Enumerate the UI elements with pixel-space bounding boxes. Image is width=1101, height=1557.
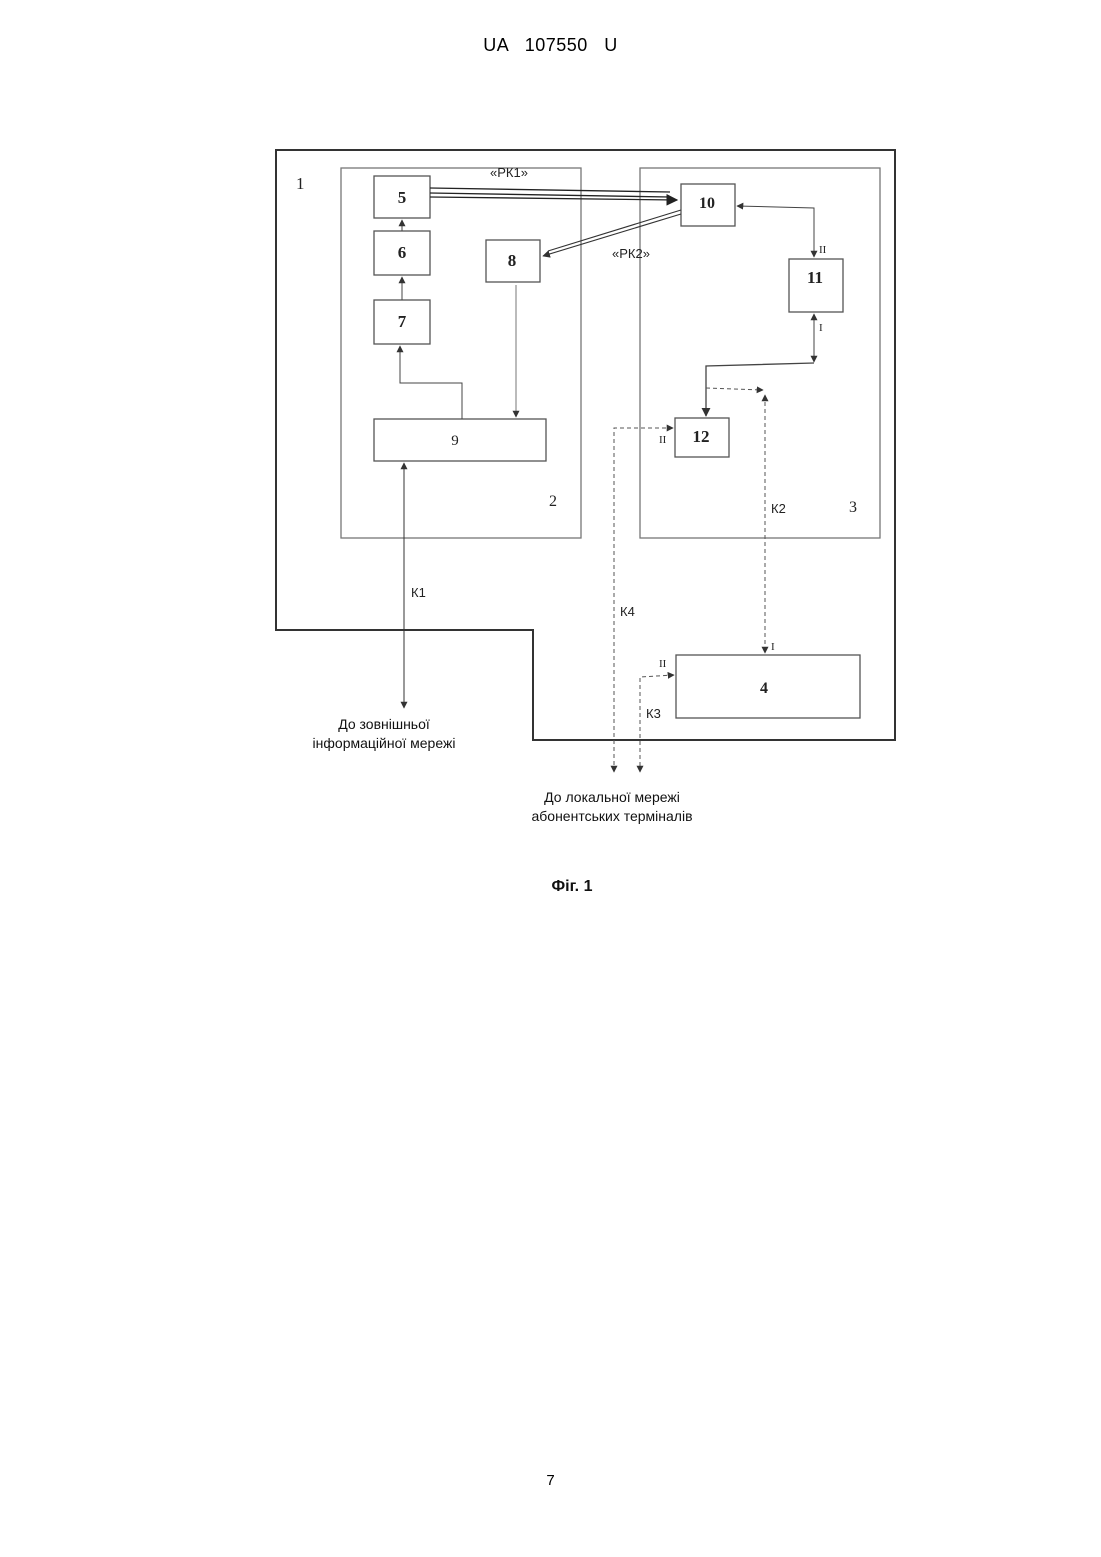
label-block-3: 3 [849,499,857,516]
label-block-1: 1 [296,174,305,193]
channel-k4-line [614,428,673,772]
arrow-9-to-7 [400,346,462,419]
figure-caption: Фіг. 1 [552,878,593,895]
label-block-2: 2 [549,493,557,510]
label-rk1: «РК1» [490,165,528,180]
local-network-line1: До локальної мережі [544,789,680,805]
local-network-line2: абонентських терміналів [531,808,692,824]
block-2-outline [341,168,581,538]
label-block-6: 6 [398,243,407,262]
port-label-4-left: II [659,658,667,670]
label-k4: К4 [620,604,635,619]
rk1-line-b [430,193,670,197]
bus-dashed-branch [706,388,763,390]
label-block-4: 4 [760,680,768,697]
label-block-8: 8 [508,251,517,270]
port-label-11-bottom: I [819,322,823,334]
label-block-9: 9 [451,433,459,449]
port-label-12-left: II [659,434,667,446]
port-label-11-top: II [819,244,827,256]
port-label-4-top: I [771,641,775,653]
block-3-outline [640,168,880,538]
label-block-10: 10 [699,195,715,212]
bus-to-12 [706,363,814,416]
block-4 [676,655,860,718]
external-network-line1: До зовнішньої [338,716,430,732]
rk1-line-a [430,188,670,192]
label-rk2: «РК2» [612,246,650,261]
page-number: 7 [0,1472,1101,1489]
channel-k3-line [640,675,674,772]
label-block-11: 11 [807,268,823,287]
block-9 [374,419,546,461]
label-block-7: 7 [398,312,407,331]
label-k2: К2 [771,501,786,516]
label-k3: К3 [646,706,661,721]
rk2-line-a [548,210,681,251]
label-k1: К1 [411,585,426,600]
label-block-5: 5 [398,188,407,207]
external-network-line2: інформаційної мережі [313,735,456,751]
label-block-12: 12 [693,427,710,446]
block-1-outline [276,150,895,740]
link-10-11 [737,206,814,257]
